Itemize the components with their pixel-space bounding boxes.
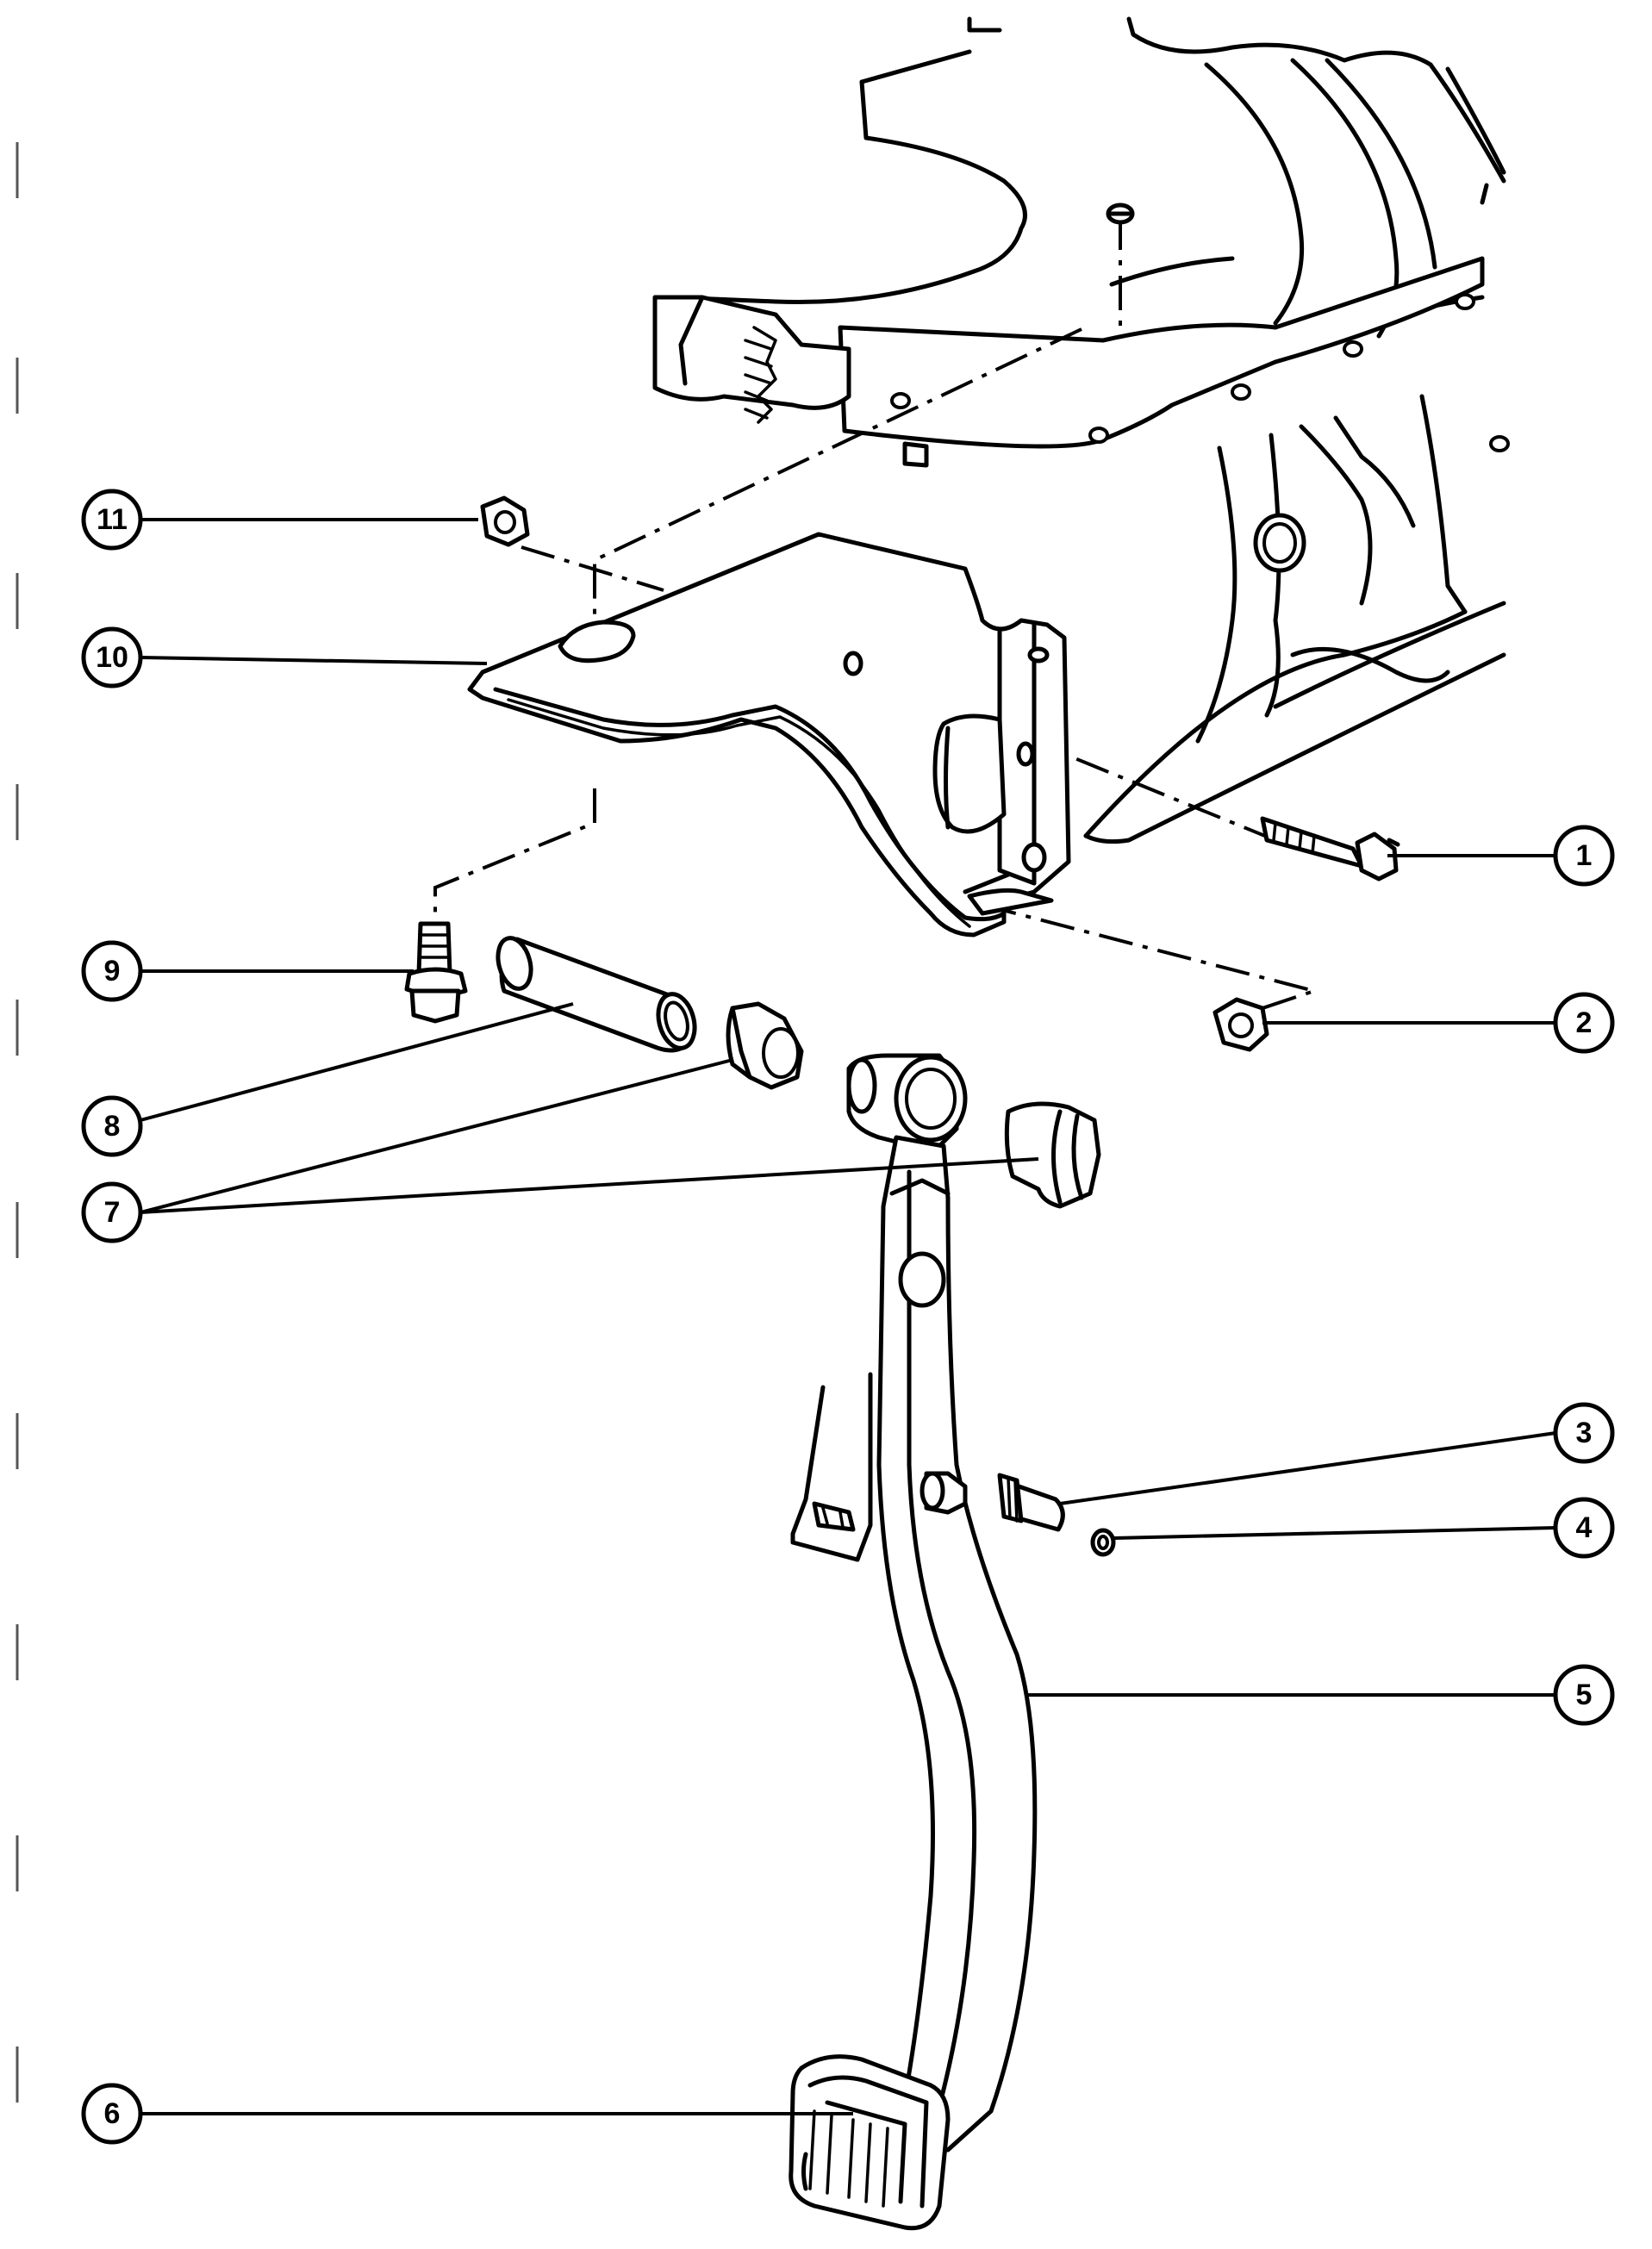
callout-label: 5 — [1576, 1679, 1593, 1711]
part-11-nut — [480, 495, 530, 547]
part-2-nut — [1213, 997, 1269, 1052]
callout-2: 2 — [1553, 992, 1615, 1054]
callout-label: 8 — [104, 1110, 121, 1143]
callout-label: 7 — [104, 1196, 121, 1229]
callout-1: 1 — [1553, 825, 1615, 887]
part-7-bushing-left — [726, 1001, 804, 1090]
callout-label: 11 — [97, 503, 128, 536]
callout-label: 6 — [104, 2097, 121, 2130]
leader-4 — [1113, 1526, 1556, 1540]
part-10-pedal-bracket — [467, 202, 1135, 938]
part-4-clip — [1090, 1528, 1116, 1557]
callout-6: 6 — [81, 2083, 143, 2145]
callout-8: 8 — [81, 1095, 143, 1157]
callout-label: 9 — [104, 955, 121, 987]
leader-8 — [140, 1002, 574, 1122]
switch-bracket — [790, 1372, 873, 1562]
part-8-pivot-sleeve — [496, 936, 697, 1053]
callout-10: 10 — [81, 626, 143, 688]
leader-7b — [140, 1157, 1039, 1214]
leader-7a — [140, 1058, 733, 1214]
callout-label: 1 — [1576, 839, 1593, 872]
callout-label: 2 — [1576, 1006, 1593, 1039]
leader-lines — [140, 518, 1556, 2115]
callout-11: 11 — [81, 489, 143, 551]
callout-5: 5 — [1553, 1664, 1615, 1726]
callout-3: 3 — [1553, 1402, 1615, 1464]
callout-label: 10 — [96, 641, 128, 674]
leader-3 — [1059, 1431, 1556, 1505]
part-3-pin — [997, 1473, 1065, 1532]
part-6-pedal-pad — [789, 2054, 951, 2231]
callout-9: 9 — [81, 940, 143, 1002]
callout-7: 7 — [81, 1181, 143, 1243]
part-7-bushing-right — [1004, 1101, 1101, 1209]
callout-label: 3 — [1576, 1417, 1593, 1449]
callout-4: 4 — [1553, 1497, 1615, 1559]
leader-10 — [140, 656, 488, 665]
part-1-pivot-bolt — [1260, 816, 1400, 882]
vehicle-body-structure — [652, 16, 1510, 844]
part-5-pedal-arm — [846, 1053, 1038, 2152]
callout-label: 4 — [1576, 1511, 1593, 1544]
part-9-bolt — [404, 921, 468, 1024]
